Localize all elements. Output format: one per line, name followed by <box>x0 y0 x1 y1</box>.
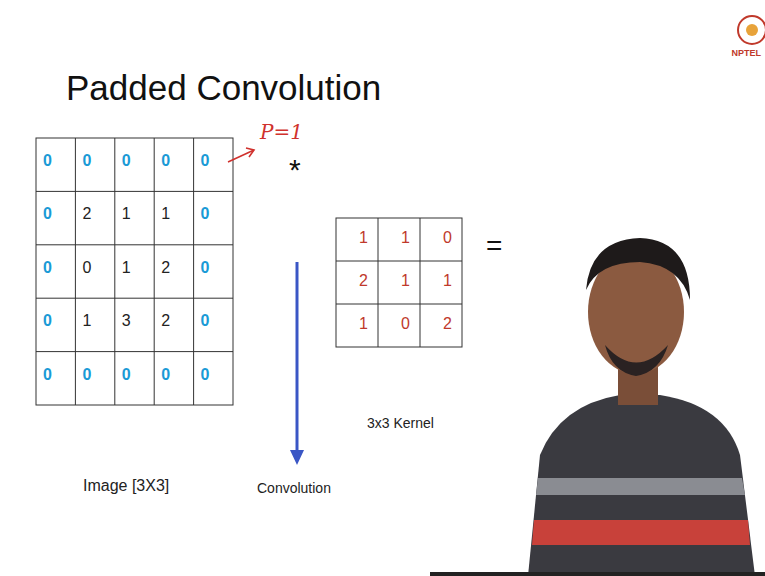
padding-cell: 0 <box>161 153 170 169</box>
padding-annotation: P=1 <box>260 122 303 142</box>
image-grid <box>36 138 233 405</box>
kernel-cell: 0 <box>443 230 452 246</box>
logo-text: NPTEL <box>731 49 761 58</box>
nptel-logo <box>738 16 765 44</box>
convolution-arrow <box>290 262 304 465</box>
padding-cell: 0 <box>201 260 210 276</box>
kernel-cell: 1 <box>443 273 452 289</box>
image-caption: Image [3X3] <box>83 478 169 494</box>
padding-cell: 0 <box>201 153 210 169</box>
arrow-caption: Convolution <box>257 481 331 495</box>
kernel-cell: 1 <box>401 230 410 246</box>
equals-symbol: = <box>486 232 502 260</box>
kernel-cell: 1 <box>401 273 410 289</box>
image-cell: 1 <box>161 206 170 222</box>
kernel-caption: 3x3 Kernel <box>367 416 434 430</box>
image-cell: 3 <box>122 313 131 329</box>
padding-cell: 0 <box>43 206 52 222</box>
presenter-photo <box>430 238 765 576</box>
padding-cell: 0 <box>82 367 91 383</box>
padding-cell: 0 <box>43 367 52 383</box>
slide-title: Padded Convolution <box>66 70 381 105</box>
annotation-arrow <box>228 148 254 162</box>
image-cell: 1 <box>122 260 131 276</box>
convolution-symbol: * <box>289 155 301 185</box>
padding-cell: 0 <box>201 367 210 383</box>
kernel-cell: 2 <box>359 273 368 289</box>
padding-cell: 0 <box>43 153 52 169</box>
image-cell: 1 <box>122 206 131 222</box>
image-cell: 1 <box>82 313 91 329</box>
padding-cell: 0 <box>122 367 131 383</box>
kernel-grid <box>336 218 462 347</box>
kernel-cell: 2 <box>443 316 452 332</box>
padding-cell: 0 <box>201 313 210 329</box>
image-cell: 0 <box>82 260 91 276</box>
image-cell: 2 <box>82 206 91 222</box>
kernel-cell: 1 <box>359 316 368 332</box>
kernel-cell: 0 <box>401 316 410 332</box>
padding-cell: 0 <box>161 367 170 383</box>
padding-cell: 0 <box>122 153 131 169</box>
image-cell: 2 <box>161 260 170 276</box>
padding-cell: 0 <box>82 153 91 169</box>
kernel-cell: 1 <box>359 230 368 246</box>
padding-cell: 0 <box>43 260 52 276</box>
image-cell: 2 <box>161 313 170 329</box>
padding-cell: 0 <box>201 206 210 222</box>
padding-cell: 0 <box>43 313 52 329</box>
